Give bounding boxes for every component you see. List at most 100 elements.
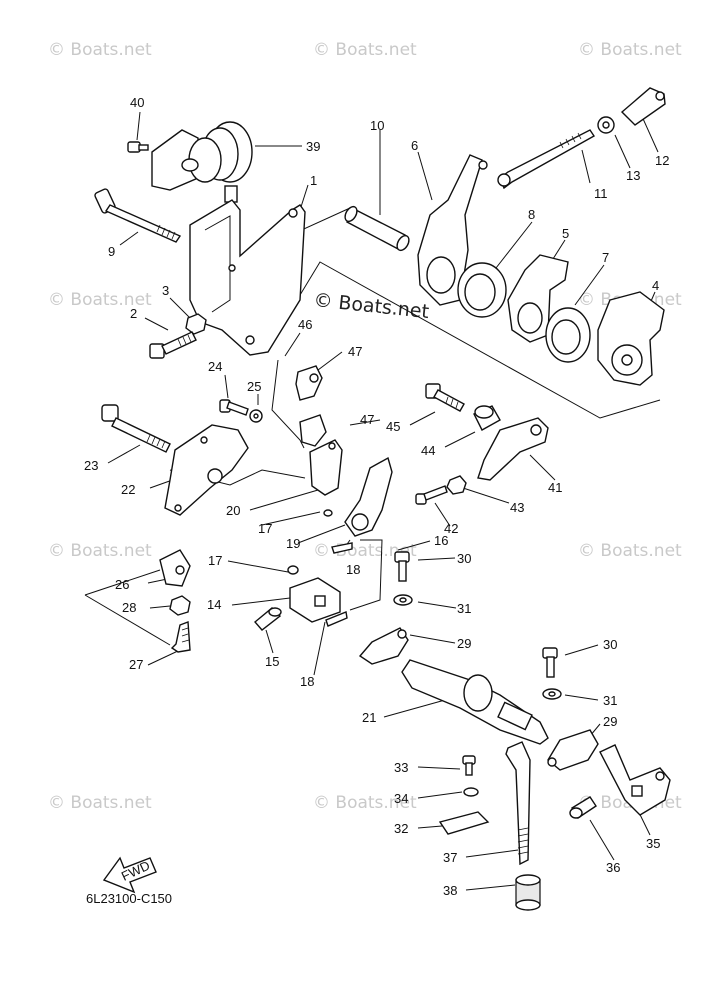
part-label-5: 5: [562, 226, 569, 241]
part-7-ring: [545, 307, 591, 363]
part-29-arm-upper: [358, 627, 409, 665]
part-42-bolt: [415, 485, 448, 505]
part-31-washer-upper: [393, 594, 413, 606]
part-20-bracket: [309, 439, 343, 496]
part-number-labels: 1 2 3 4 5 6 7 8 9 10 11 12 13 14 15 16 1…: [84, 95, 669, 898]
part-19-arm: [344, 456, 393, 537]
part-label-34: 34: [394, 791, 408, 806]
part-label-31a: 31: [457, 601, 471, 616]
part-29-arm-lower: [547, 729, 599, 771]
watermark: © Boats.net: [313, 793, 417, 813]
part-45-bolt: [425, 383, 465, 412]
watermark: © Boats.net: [313, 40, 417, 60]
part-label-2: 2: [130, 306, 137, 321]
part-label-41: 41: [548, 480, 562, 495]
part-17-washer-b: [287, 565, 299, 575]
part-44-collar: [473, 405, 501, 431]
part-label-36: 36: [606, 860, 620, 875]
part-17-washer-a: [323, 509, 333, 517]
part-label-21: 21: [362, 710, 376, 725]
part-label-1: 1: [310, 173, 317, 188]
part-label-18b: 18: [300, 674, 314, 689]
part-30-bolt-upper: [394, 551, 410, 582]
part-label-16: 16: [434, 533, 448, 548]
center-watermark: © Boats.net: [312, 289, 430, 323]
part-27-screw: [170, 621, 191, 653]
part-label-10: 10: [370, 118, 384, 133]
part-label-25: 25: [247, 379, 261, 394]
part-12-rod-end: [620, 87, 666, 126]
part-18-pin-lower: [325, 611, 348, 627]
part-40-bolt: [127, 141, 149, 153]
part-33-screw: [462, 755, 476, 776]
part-4-cam: [597, 291, 665, 386]
part-label-29a: 29: [457, 636, 471, 651]
parts-layer: [94, 87, 671, 911]
part-31-washer-lower: [542, 688, 562, 700]
part-2-bolt: [149, 331, 197, 359]
part-label-12: 12: [655, 153, 669, 168]
part-39-pulley-bracket: [151, 121, 253, 203]
part-25-washer: [249, 409, 263, 423]
watermark: © Boats.net: [48, 541, 152, 561]
part-18-pin-upper: [331, 542, 353, 554]
part-label-46: 46: [298, 317, 312, 332]
part-label-28: 28: [122, 600, 136, 615]
part-21-shaft: [401, 659, 549, 745]
part-label-11: 11: [594, 186, 608, 201]
part-label-19: 19: [286, 536, 300, 551]
part-label-37: 37: [443, 850, 457, 865]
part-36-pin: [569, 796, 597, 819]
part-28-nut: [169, 595, 191, 616]
part-15-pin: [253, 607, 282, 631]
part-label-47a: 47: [348, 344, 362, 359]
part-41-lever: [477, 417, 549, 481]
part-label-20: 20: [226, 503, 240, 518]
part-label-13: 13: [626, 168, 640, 183]
part-label-18a: 18: [346, 562, 360, 577]
part-label-38: 38: [443, 883, 457, 898]
part-label-32: 32: [394, 821, 408, 836]
part-13-nut: [597, 116, 615, 134]
part-38-sleeve: [515, 874, 541, 911]
part-label-23: 23: [84, 458, 98, 473]
leader-lines: [107, 111, 659, 891]
part-label-29b: 29: [603, 714, 617, 729]
part-34-washer: [463, 787, 479, 797]
part-22-plate: [164, 424, 249, 516]
part-label-4: 4: [652, 278, 659, 293]
part-47-clip-upper: [295, 365, 323, 401]
fwd-arrow-icon: FWD: [102, 856, 157, 894]
part-16-rod: [349, 539, 383, 611]
part-label-40: 40: [130, 95, 144, 110]
part-label-27: 27: [129, 657, 143, 672]
part-label-17b: 17: [208, 553, 222, 568]
part-5-cam: [507, 254, 569, 343]
part-label-6: 6: [411, 138, 418, 153]
part-label-44: 44: [421, 443, 435, 458]
part-9-long-bolt: [94, 188, 182, 243]
part-label-35: 35: [646, 836, 660, 851]
part-label-9: 9: [108, 244, 115, 259]
part-43-nut: [446, 475, 467, 495]
part-label-15: 15: [265, 654, 279, 669]
part-label-17a: 17: [258, 521, 272, 536]
part-label-47b: 47: [360, 412, 374, 427]
part-24-bolt: [219, 399, 249, 416]
watermark: © Boats.net: [48, 290, 152, 310]
part-8-ring: [457, 262, 507, 318]
part-23-bolt: [101, 404, 171, 453]
part-3-nut: [185, 313, 207, 335]
part-26-clamp: [159, 549, 191, 587]
part-label-39: 39: [306, 139, 320, 154]
part-label-3: 3: [162, 283, 169, 298]
part-label-8: 8: [528, 207, 535, 222]
part-label-24: 24: [208, 359, 222, 374]
part-10-pin: [344, 205, 410, 252]
part-label-42: 42: [444, 521, 458, 536]
part-1-bracket: [189, 199, 306, 356]
part-14-block: [289, 577, 341, 623]
part-label-30b: 30: [603, 637, 617, 652]
part-label-31b: 31: [603, 693, 617, 708]
